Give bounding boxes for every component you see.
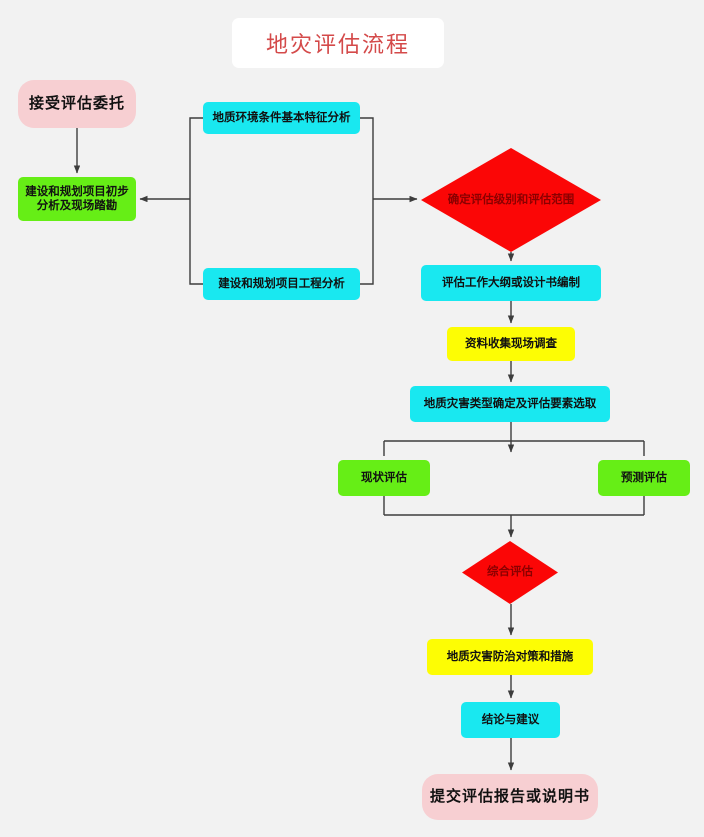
node-determine-grade-and-scope[interactable]: 确定评估级别和评估范围 — [421, 148, 601, 252]
node-geological-environment-analysis[interactable]: 地质环境条件基本特征分析 — [203, 102, 360, 134]
node-prevention-measures[interactable]: 地质灾害防治对策和措施 — [427, 639, 593, 675]
node-work-outline-label: 评估工作大纲或设计书编制 — [442, 276, 580, 289]
node-preliminary-analysis[interactable]: 建设和规划项目初步分析及现场踏勘 — [18, 177, 136, 221]
node-project-engineering-analysis-label: 建设和规划项目工程分析 — [218, 277, 345, 290]
node-geological-environment-analysis-label: 地质环境条件基本特征分析 — [212, 111, 351, 124]
node-prevention-measures-label: 地质灾害防治对策和措施 — [446, 650, 574, 663]
node-current-assessment[interactable]: 现状评估 — [338, 460, 430, 496]
node-determine-grade-and-scope-label: 确定评估级别和评估范围 — [447, 193, 575, 206]
node-data-collection-field-survey-label: 资料收集现场调查 — [465, 337, 557, 350]
node-project-engineering-analysis[interactable]: 建设和规划项目工程分析 — [203, 268, 360, 300]
node-submit-report-label: 提交评估报告或说明书 — [429, 787, 590, 805]
node-current-assessment-label: 现状评估 — [361, 471, 407, 484]
edge-merge-bar — [383, 496, 645, 516]
node-forecast-assessment-label: 预测评估 — [621, 471, 667, 484]
node-conclusion-and-suggestion[interactable]: 结论与建议 — [461, 702, 560, 738]
node-comprehensive-assessment-label: 综合评估 — [487, 566, 533, 579]
node-work-outline[interactable]: 评估工作大纲或设计书编制 — [421, 265, 601, 301]
edge-split-bar — [383, 440, 645, 456]
edge-left-bus — [189, 117, 203, 285]
edge-right-bus — [360, 117, 374, 285]
node-forecast-assessment[interactable]: 预测评估 — [598, 460, 690, 496]
node-preliminary-analysis-label: 建设和规划项目初步分析及现场踏勘 — [25, 185, 129, 212]
node-start-label: 接受评估委托 — [28, 94, 125, 112]
chart-title-text: 地灾评估流程 — [265, 32, 410, 57]
node-data-collection-field-survey[interactable]: 资料收集现场调查 — [447, 327, 575, 361]
node-start[interactable]: 接受评估委托 — [18, 80, 136, 128]
node-submit-report[interactable]: 提交评估报告或说明书 — [422, 774, 598, 820]
node-hazard-type-and-factor-selection-label: 地质灾害类型确定及评估要素选取 — [423, 397, 597, 410]
chart-title: 地灾评估流程 — [232, 18, 444, 68]
node-conclusion-and-suggestion-label: 结论与建议 — [481, 713, 540, 726]
node-hazard-type-and-factor-selection[interactable]: 地质灾害类型确定及评估要素选取 — [410, 386, 610, 422]
node-comprehensive-assessment[interactable]: 综合评估 — [462, 541, 558, 604]
